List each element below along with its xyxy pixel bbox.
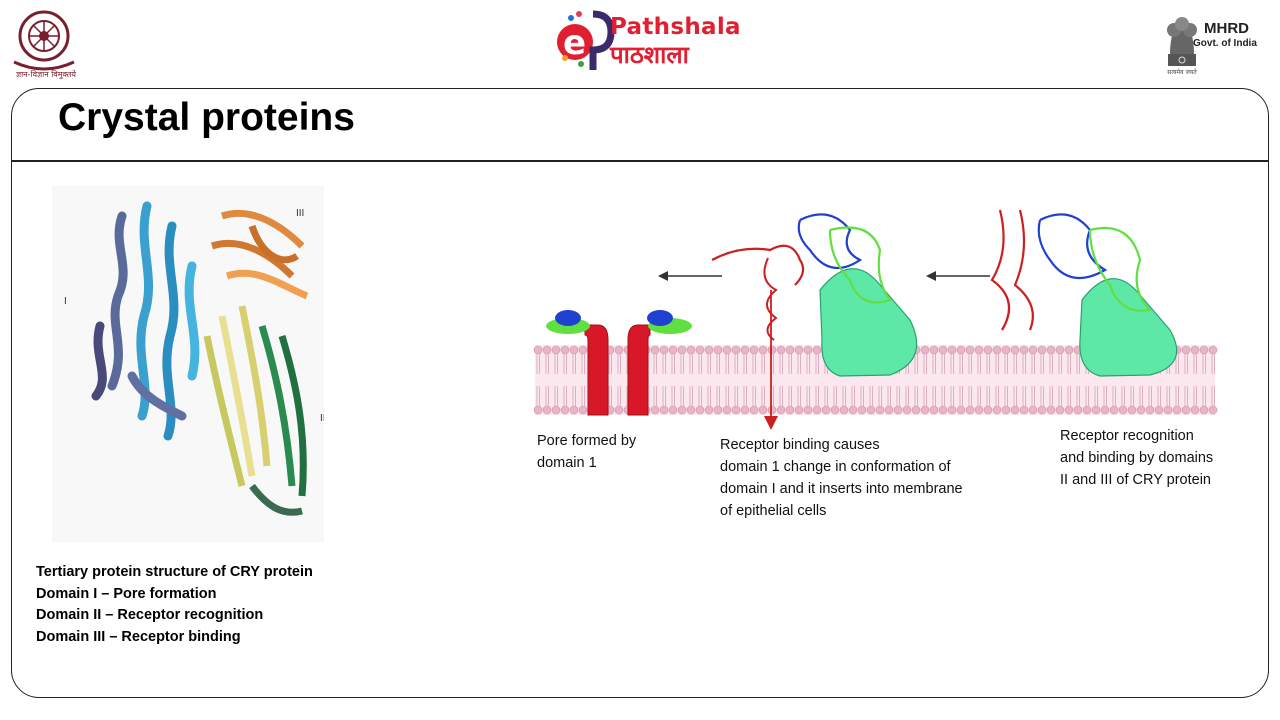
recognition-label-line-2: and binding by domains bbox=[1060, 450, 1214, 466]
slide-frame bbox=[11, 88, 1269, 698]
pore-channel bbox=[546, 310, 692, 416]
national-emblem-icon bbox=[1167, 17, 1197, 66]
caption-line-1: Tertiary protein structure of CRY protei… bbox=[36, 564, 313, 580]
caption-line-3: Domain II – Receptor recognition bbox=[36, 607, 264, 623]
arrow-left-1 bbox=[658, 271, 722, 281]
arrow-left-2 bbox=[926, 271, 990, 281]
govt-label: Govt. of India bbox=[1193, 38, 1257, 49]
pore-label-line-2: domain 1 bbox=[537, 455, 597, 471]
recognition-label-line-3: II and III of CRY protein bbox=[1060, 472, 1211, 488]
label-receptor-recognition: Receptor recognition and binding by doma… bbox=[1060, 425, 1213, 491]
label-receptor-binding: Receptor binding causes domain 1 change … bbox=[720, 434, 963, 522]
pore-label-line-1: Pore formed by bbox=[537, 433, 637, 449]
toxin-inserting bbox=[711, 213, 918, 430]
slide-title: Crystal proteins bbox=[58, 96, 355, 139]
recognition-label-line-1: Receptor recognition bbox=[1060, 428, 1194, 444]
toxin-binding bbox=[990, 209, 1178, 377]
caption-line-4: Domain III – Receptor binding bbox=[36, 628, 241, 645]
title-divider bbox=[11, 160, 1269, 162]
mhrd-label: MHRD bbox=[1204, 20, 1249, 37]
header-bar: ज्ञान-विज्ञान विमुक्तये e Pathshala पाठश… bbox=[0, 0, 1280, 86]
emblem-motto: सत्यमेव जयते bbox=[1167, 69, 1197, 76]
epathshala-logo-icon: e bbox=[557, 10, 615, 70]
svg-text:e: e bbox=[563, 23, 586, 63]
brand-name-english: Pathshala bbox=[610, 14, 741, 40]
domain-1-helices bbox=[91, 201, 200, 441]
binding-label-line-2: domain 1 change in conformation of bbox=[720, 459, 951, 475]
structure-label-domain-2: II bbox=[320, 413, 324, 424]
binding-label-line-4: of epithelial cells bbox=[720, 503, 827, 519]
ugc-motto: ज्ञान-विज्ञान विमुक्तये bbox=[15, 70, 77, 79]
domain-2-sheets bbox=[203, 305, 307, 516]
structure-caption: Tertiary protein structure of CRY protei… bbox=[36, 562, 313, 648]
binding-label-line-3: domain I and it inserts into membrane bbox=[720, 481, 963, 497]
label-pore-formation: Pore formed by domain 1 bbox=[537, 430, 636, 474]
structure-label-domain-3: III bbox=[296, 208, 304, 219]
binding-label-line-1: Receptor binding causes bbox=[720, 437, 880, 453]
cry-protein-structure-image: I II III bbox=[52, 186, 324, 542]
structure-label-domain-1: I bbox=[64, 296, 67, 307]
mode-of-action-diagram bbox=[533, 209, 1218, 430]
domain-3-sheets bbox=[210, 209, 309, 300]
ugc-logo-icon bbox=[13, 10, 75, 71]
caption-line-2: Domain I – Pore formation bbox=[36, 585, 217, 602]
brand-name-hindi: पाठशाला bbox=[610, 41, 689, 69]
